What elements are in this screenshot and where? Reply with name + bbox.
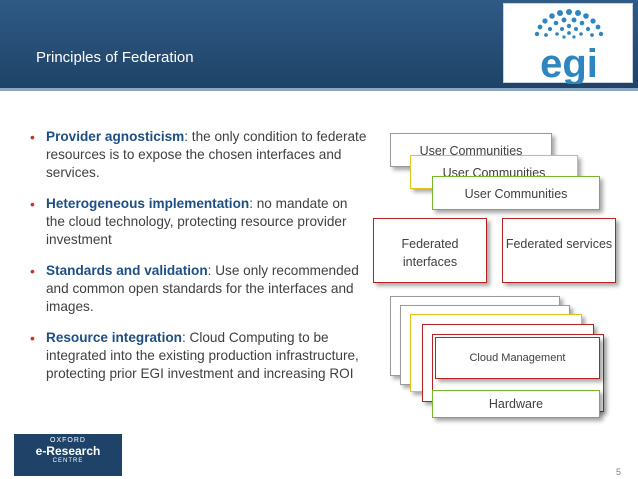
- bullet-list: • Provider agnosticism: the only conditio…: [30, 128, 370, 396]
- federated-interfaces-box: Federated interfaces: [373, 218, 487, 283]
- bullet-item: • Heterogeneous implementation: no mandat…: [30, 195, 370, 249]
- egi-logo: egi: [503, 3, 633, 84]
- hardware-box: Hardware: [432, 390, 600, 418]
- footer-logo-line1: OXFORD: [50, 437, 86, 444]
- bullet-item: • Provider agnosticism: the only conditio…: [30, 128, 370, 182]
- footer-logo-line2: e-Research: [35, 444, 101, 458]
- bullet-marker: •: [30, 129, 35, 145]
- cloud-management-box: Cloud Management: [435, 337, 600, 379]
- bullet-marker: •: [30, 263, 35, 279]
- user-communities-box-front: User Communities: [432, 176, 600, 210]
- bullet-item: • Standards and validation: Use only reco…: [30, 262, 370, 316]
- bullet-term: Provider agnosticism: [46, 129, 185, 144]
- bullet-term: Standards and validation: [46, 263, 208, 278]
- bullet-text: : the only condition to federate resourc…: [46, 129, 367, 180]
- egi-logo-icon: egi: [534, 9, 604, 84]
- federated-services-box: Federated services: [502, 218, 616, 283]
- bullet-text: : Cloud Computing to be integrated into …: [46, 330, 359, 381]
- bullet-term: Resource integration: [46, 330, 182, 345]
- bullet-marker: •: [30, 196, 35, 212]
- header-divider: [0, 88, 638, 91]
- bullet-text: : Use only recommended and common open s…: [46, 263, 359, 314]
- bullet-term: Heterogeneous implementation: [46, 196, 250, 211]
- oxford-eresearch-logo: OXFORD e-Research CENTRE: [14, 434, 122, 476]
- egi-logo-text: egi: [540, 42, 598, 84]
- bullet-marker: •: [30, 330, 35, 346]
- slide-title: Principles of Federation: [36, 49, 194, 66]
- bullet-text: : no mandate on the cloud technology, pr…: [46, 196, 348, 247]
- page-number: 5: [616, 467, 622, 477]
- footer-logo-line3: CENTRE: [52, 458, 84, 464]
- bullet-item: • Resource integration: Cloud Computing t…: [30, 329, 370, 383]
